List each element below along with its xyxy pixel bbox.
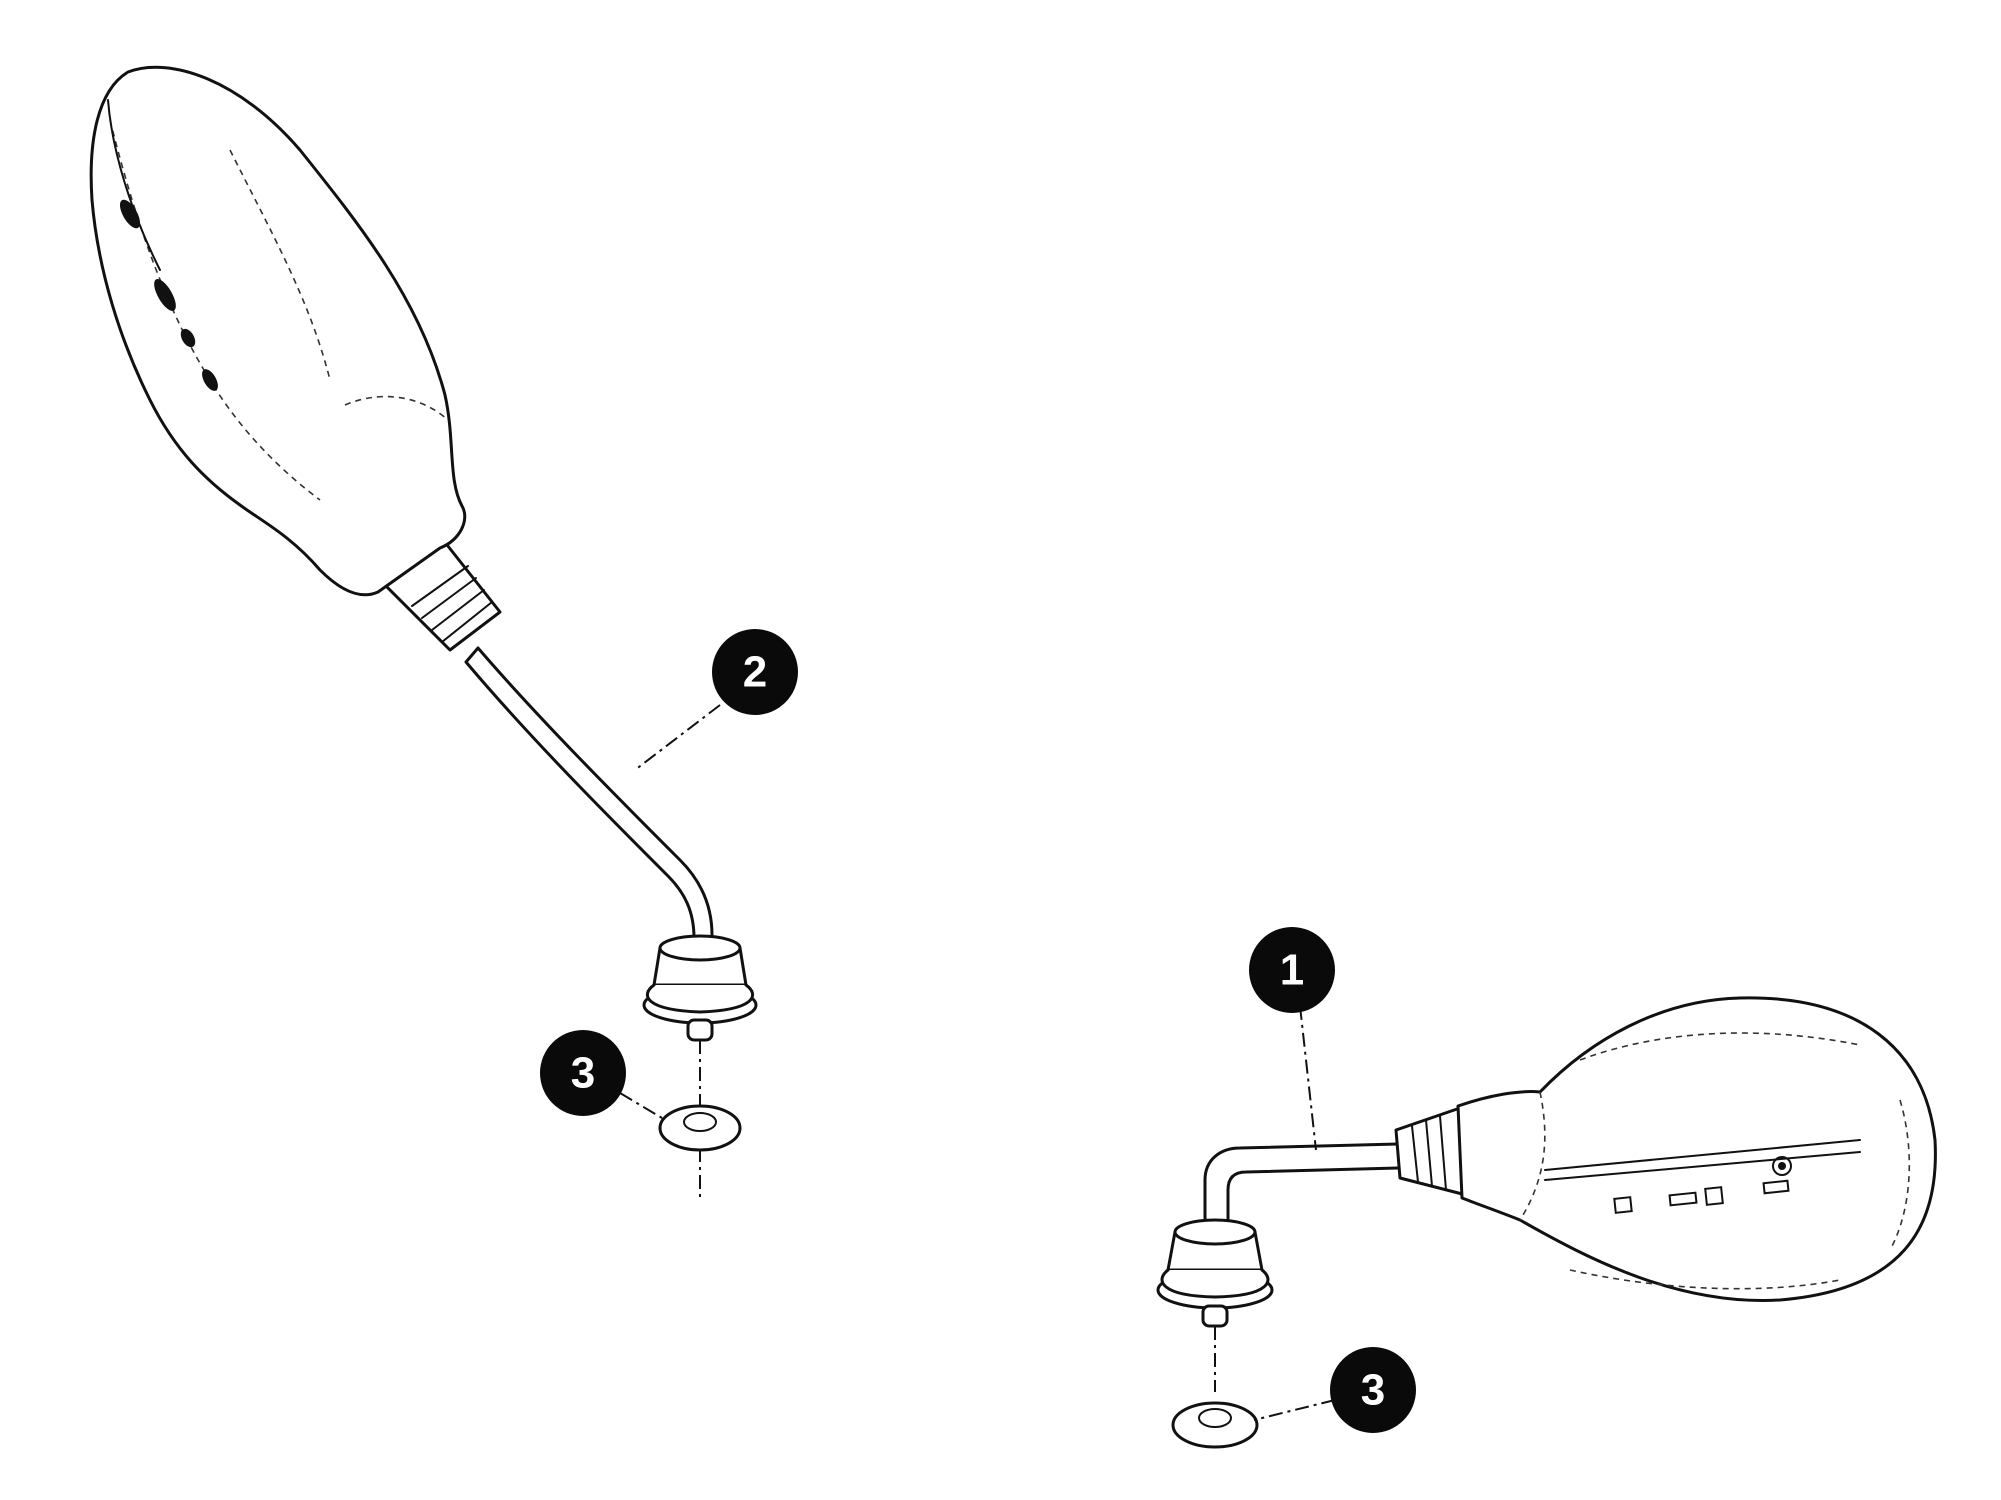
right-mirror <box>1156 996 1937 1328</box>
left-washer <box>658 1040 742 1200</box>
callout-2: 2 <box>712 629 798 715</box>
callout-3-right: 3 <box>1330 1347 1416 1433</box>
leader-2 <box>634 704 721 771</box>
left-mirror <box>89 65 758 1042</box>
leader-1 <box>1299 1005 1317 1151</box>
callout-1: 1 <box>1249 927 1335 1013</box>
left-mirror-base <box>642 934 758 1042</box>
left-lens-mark-4 <box>202 369 218 391</box>
left-mirror-stem <box>464 646 714 957</box>
svg-text:3: 3 <box>1361 1366 1385 1415</box>
leader-lines <box>619 704 1336 1421</box>
left-lens-mark-3 <box>180 328 196 348</box>
right-washer <box>1171 1326 1259 1449</box>
right-housing-markings <box>1613 1156 1792 1214</box>
left-lens-mark-2 <box>154 279 176 311</box>
svg-text:2: 2 <box>743 648 767 697</box>
callout-3-left: 3 <box>540 1030 626 1116</box>
left-lens-mark-1 <box>119 199 141 229</box>
right-mirror-base <box>1156 1218 1274 1328</box>
svg-text:1: 1 <box>1280 946 1304 995</box>
left-mirror-housing <box>89 65 467 597</box>
leader-3-left <box>619 1092 663 1119</box>
leader-3-right <box>1253 1399 1336 1421</box>
svg-text:3: 3 <box>571 1049 595 1098</box>
right-mirror-housing <box>1456 996 1937 1303</box>
